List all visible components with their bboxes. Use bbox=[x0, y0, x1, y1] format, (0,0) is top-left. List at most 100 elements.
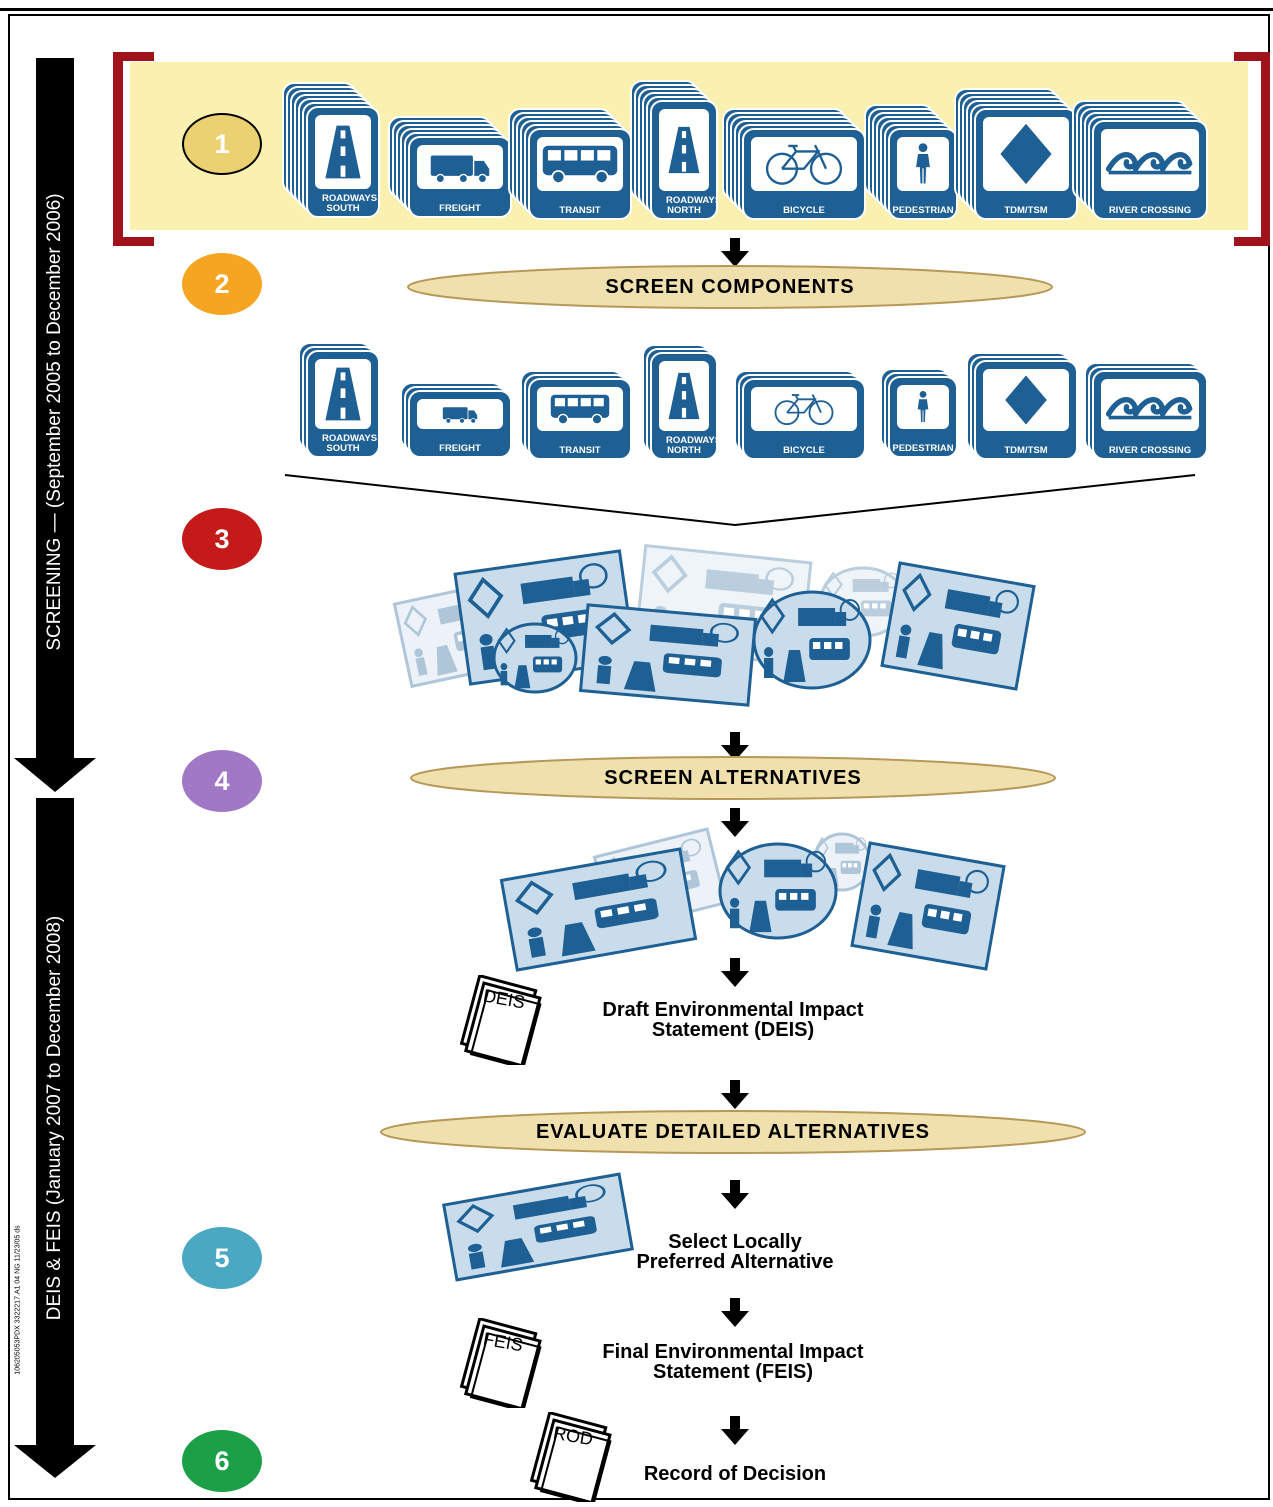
component-label: RIVER CROSSING bbox=[1108, 445, 1192, 456]
road-icon bbox=[315, 359, 371, 429]
component-stack-bicycle: BICYCLE bbox=[722, 108, 866, 220]
component-card-roadways-south: ROADWAYS SOUTH bbox=[306, 350, 380, 458]
component-stack-roadways-south: ROADWAYS SOUTH bbox=[298, 342, 380, 458]
component-stack-river-crossing: RIVER CROSSING bbox=[1072, 100, 1208, 220]
component-card-tdm-tsm: TDM/TSM bbox=[974, 360, 1078, 460]
screen-components-banner: SCREEN COMPONENTS bbox=[405, 263, 1055, 311]
diamond-icon bbox=[983, 369, 1069, 431]
component-card-pedestrian: PEDESTRIAN bbox=[888, 128, 958, 220]
alternative-card bbox=[499, 847, 698, 973]
bicycle-icon bbox=[751, 137, 857, 191]
figure-frame bbox=[8, 14, 1270, 1500]
component-label: ROADWAYS SOUTH bbox=[322, 193, 378, 214]
lpa-line-2: Preferred Alternative bbox=[636, 1251, 834, 1273]
pedestrian-icon bbox=[897, 385, 949, 429]
alternative-card bbox=[441, 1172, 634, 1282]
waves-icon bbox=[1101, 379, 1199, 431]
rod-book-icon: ROD bbox=[525, 1410, 620, 1507]
rod-step-text: Record of Decision bbox=[643, 1463, 827, 1485]
down-arrow-icon bbox=[721, 732, 749, 761]
component-card-river-crossing: RIVER CROSSING bbox=[1092, 370, 1208, 460]
down-arrow-icon bbox=[721, 1298, 749, 1327]
component-label: ROADWAYS SOUTH bbox=[322, 433, 378, 454]
component-label: RIVER CROSSING bbox=[1108, 205, 1192, 216]
feis-line-1: Final Environmental Impact bbox=[602, 1341, 864, 1363]
feis-book-icon: FEIS bbox=[455, 1316, 550, 1413]
deis-book-icon: DEIS bbox=[455, 973, 550, 1070]
component-label: TDM/TSM bbox=[1004, 445, 1048, 456]
waves-icon bbox=[1101, 129, 1199, 191]
deis-line-2: Statement (DEIS) bbox=[651, 1019, 815, 1041]
component-label: TRANSIT bbox=[559, 445, 601, 456]
lpa-step-text: Select Locally Preferred Alternative bbox=[590, 1232, 880, 1272]
lpa-line-1: Select Locally bbox=[668, 1231, 802, 1253]
component-label: BICYCLE bbox=[783, 205, 825, 216]
component-card-transit: TRANSIT bbox=[528, 128, 632, 220]
component-stack-pedestrian: PEDESTRIAN bbox=[864, 104, 958, 220]
screen-components-text: SCREEN COMPONENTS bbox=[605, 275, 855, 298]
screening-phase-label: SCREENING — (September 2005 to December … bbox=[44, 193, 65, 651]
component-stack-transit: TRANSIT bbox=[508, 108, 632, 220]
down-arrow-icon bbox=[721, 1180, 749, 1209]
component-stack-roadways-south: ROADWAYS SOUTH bbox=[282, 82, 380, 218]
component-stack-river-crossing: RIVER CROSSING bbox=[1084, 362, 1208, 460]
component-card-roadways-north: ROADWAYS NORTH bbox=[650, 352, 718, 460]
truck-icon bbox=[417, 145, 503, 189]
step-4-badge: 4 bbox=[182, 750, 262, 812]
step-1-badge: 1 bbox=[182, 113, 262, 175]
feis-step-text: Final Environmental Impact Statement (FE… bbox=[548, 1342, 918, 1382]
deis-arrow bbox=[14, 798, 96, 1478]
left-bracket bbox=[113, 52, 154, 246]
component-label: PEDESTRIAN bbox=[892, 205, 954, 216]
bicycle-icon bbox=[751, 387, 857, 431]
alternative-circle bbox=[492, 622, 578, 694]
component-stack-bicycle: BICYCLE bbox=[734, 370, 866, 460]
component-label: BICYCLE bbox=[783, 445, 825, 456]
component-label: TRANSIT bbox=[559, 205, 601, 216]
alternative-card bbox=[850, 841, 1007, 972]
alternative-card bbox=[578, 603, 758, 708]
component-card-bicycle: BICYCLE bbox=[742, 378, 866, 460]
down-arrow-icon bbox=[721, 1080, 749, 1109]
component-label: FREIGHT bbox=[439, 443, 481, 454]
component-stack-pedestrian: PEDESTRIAN bbox=[880, 368, 958, 458]
evaluate-alternatives-banner: EVALUATE DETAILED ALTERNATIVES bbox=[378, 1108, 1088, 1156]
screen-alternatives-text: SCREEN ALTERNATIVES bbox=[604, 766, 862, 789]
bus-icon bbox=[537, 387, 623, 431]
evaluate-alternatives-text: EVALUATE DETAILED ALTERNATIVES bbox=[535, 1120, 931, 1143]
pedestrian-icon bbox=[897, 137, 949, 191]
step-6-badge: 6 bbox=[182, 1430, 262, 1492]
component-stack-transit: TRANSIT bbox=[520, 370, 632, 460]
road-icon bbox=[315, 115, 371, 189]
right-bracket bbox=[1234, 52, 1270, 246]
component-card-roadways-north: ROADWAYS NORTH bbox=[650, 100, 718, 220]
component-card-roadways-south: ROADWAYS SOUTH bbox=[306, 106, 380, 218]
top-rule bbox=[0, 8, 1273, 11]
component-stack-tdm-tsm: TDM/TSM bbox=[954, 88, 1078, 220]
component-label: ROADWAYS NORTH bbox=[666, 195, 718, 216]
component-card-freight: FREIGHT bbox=[408, 136, 512, 218]
component-label: ROADWAYS NORTH bbox=[666, 435, 718, 456]
down-arrow-icon bbox=[721, 808, 749, 837]
screen-alternatives-banner: SCREEN ALTERNATIVES bbox=[408, 754, 1058, 802]
component-card-bicycle: BICYCLE bbox=[742, 128, 866, 220]
alternative-card bbox=[880, 561, 1037, 692]
road-icon bbox=[659, 361, 709, 431]
component-label: PEDESTRIAN bbox=[892, 443, 954, 454]
component-stack-freight: FREIGHT bbox=[388, 116, 512, 218]
component-stack-roadways-north: ROADWAYS NORTH bbox=[642, 344, 718, 460]
component-stack-freight: FREIGHT bbox=[400, 382, 512, 458]
down-arrow-icon bbox=[721, 958, 749, 987]
road-icon bbox=[659, 109, 709, 191]
alternative-circle bbox=[718, 842, 838, 940]
component-card-pedestrian: PEDESTRIAN bbox=[888, 376, 958, 458]
deis-line-1: Draft Environmental Impact bbox=[602, 999, 864, 1021]
deis-step-text: Draft Environmental Impact Statement (DE… bbox=[548, 1000, 918, 1040]
funnel-lines bbox=[284, 474, 1196, 527]
deis-phase-label: DEIS & FEIS (January 2007 to December 20… bbox=[44, 915, 65, 1321]
document-code: 106205053PDX 3322217.A1 04 NG 11/23/05 d… bbox=[14, 1225, 22, 1375]
alternative-circle bbox=[752, 590, 872, 690]
step-2-badge: 2 bbox=[182, 253, 262, 315]
bus-icon bbox=[537, 137, 623, 191]
component-card-tdm-tsm: TDM/TSM bbox=[974, 108, 1078, 220]
